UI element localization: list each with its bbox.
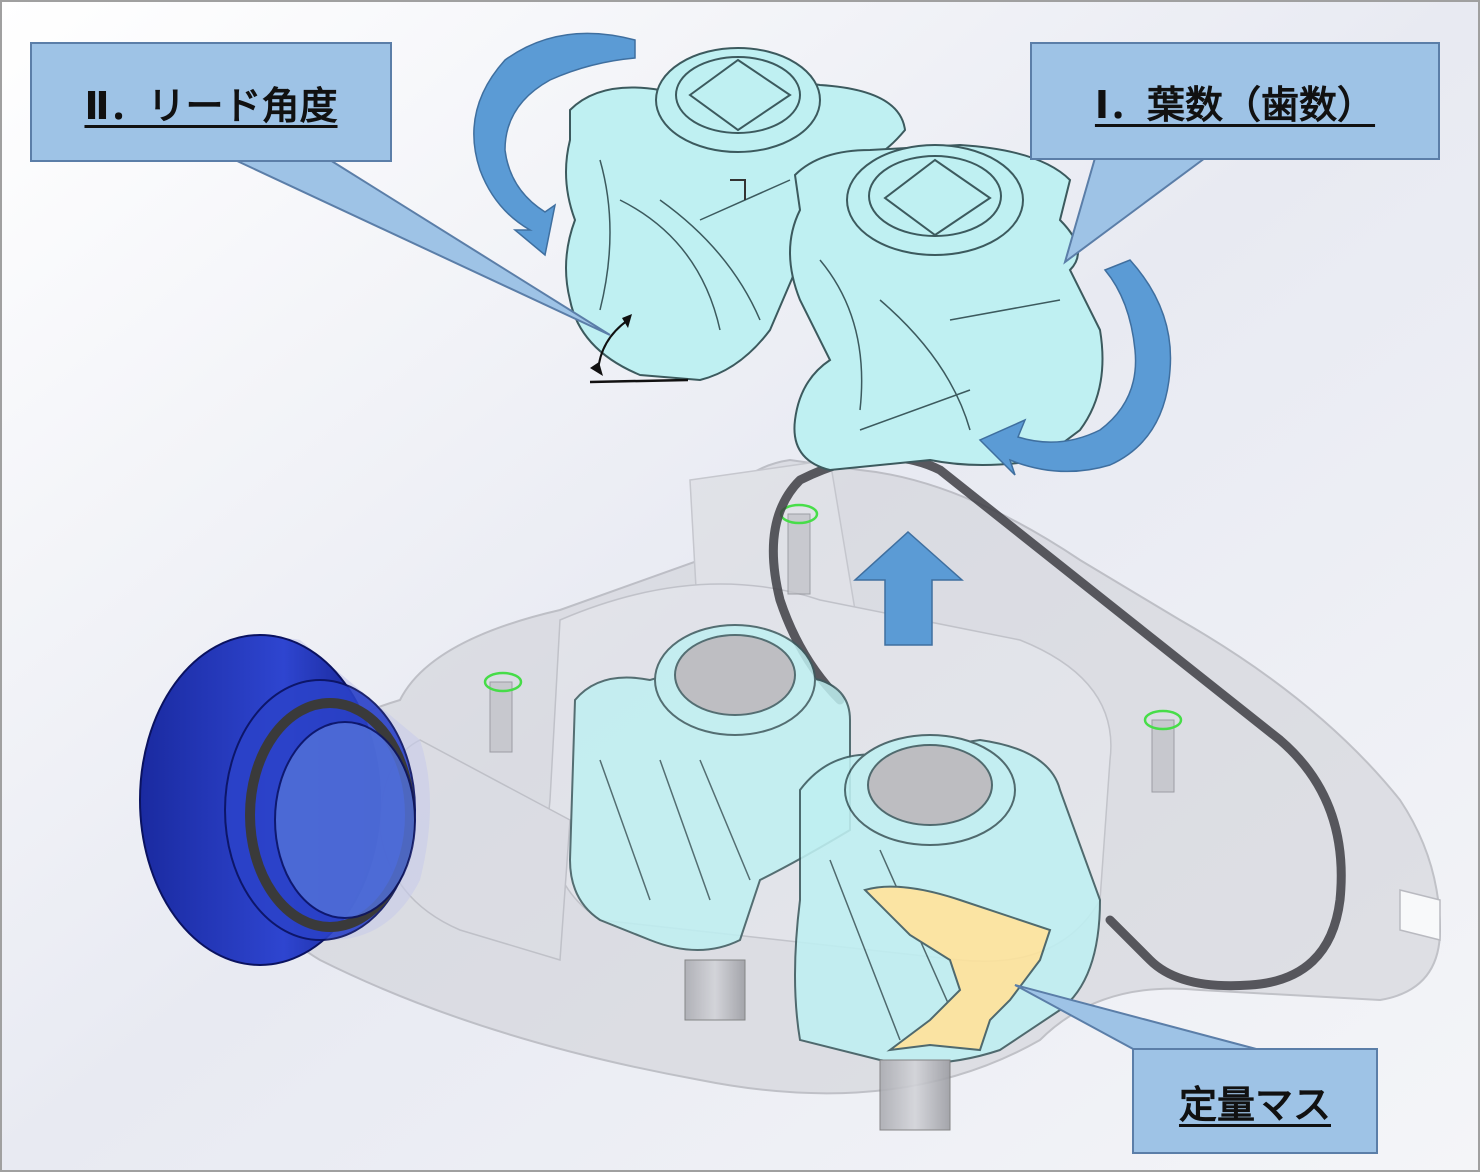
upper-rotor-right: [789, 143, 1104, 472]
marker-ring-right: [1143, 709, 1183, 731]
bolt-hole-center: [779, 503, 819, 595]
rotor-square-bore-upper-left: [688, 58, 792, 132]
callout-fixed-mass-text: 定量マス: [1178, 1082, 1331, 1127]
rotation-arrow-left: [473, 32, 636, 257]
callout-lobe-count: Ⅰ．葉数（歯数）: [1030, 42, 1440, 160]
marker-ring-left: [483, 671, 523, 693]
fixed-mass-region: [863, 885, 1052, 1052]
explode-direction-arrow: [853, 530, 964, 646]
inlet-flange: [139, 634, 430, 966]
bolt-hole-right: [1143, 709, 1183, 793]
callout-fixed-mass: 定量マス: [1132, 1048, 1378, 1154]
upper-rotor-left: [565, 47, 907, 382]
lower-rotor-right: [794, 734, 1102, 1131]
lead-angle-indicator: [589, 314, 689, 384]
rotor-square-bore-upper-right: [883, 158, 992, 237]
bolt-hole-left: [483, 671, 523, 753]
callout-lead-angle: Ⅱ．リード角度: [30, 42, 392, 162]
callout-lead-angle-text: Ⅱ．リード角度: [84, 83, 338, 128]
lower-rotor-left: [568, 624, 851, 1021]
callout-lobe-count-text: Ⅰ．葉数（歯数）: [1094, 82, 1376, 127]
rotation-arrow-right: [978, 259, 1172, 476]
